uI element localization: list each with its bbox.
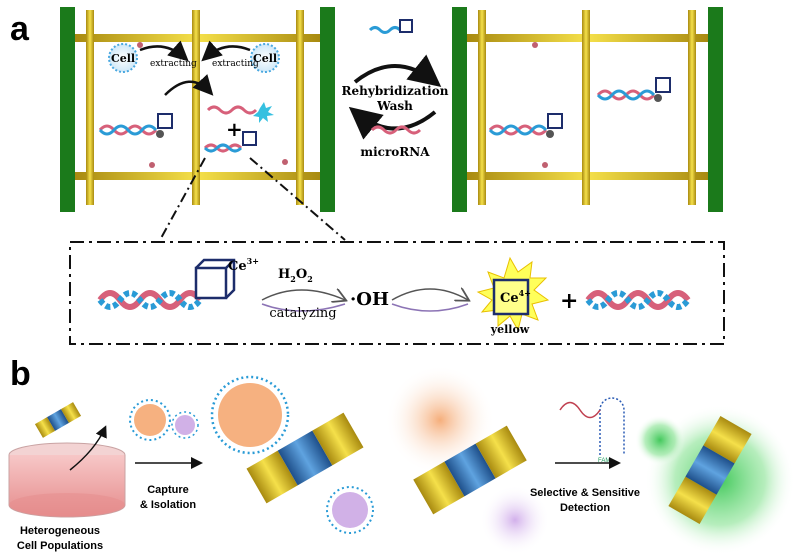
- vesicle-orange-small: [129, 399, 171, 441]
- panel-a-letter: a: [10, 10, 30, 48]
- burst-icon: [253, 102, 274, 123]
- panel-b-letter: b: [10, 355, 31, 393]
- cube-icon: [399, 19, 413, 33]
- heterogeneous-label-1: Heterogeneous: [20, 525, 100, 537]
- spot-1: [137, 42, 143, 48]
- capture-label-1: Capture: [147, 484, 189, 496]
- cube-icon: [547, 113, 563, 129]
- ce3-cube: [194, 258, 236, 300]
- extract-arrow-right: [201, 40, 251, 62]
- ce4-burst: [476, 256, 550, 332]
- cell-right: Cell: [250, 43, 280, 73]
- cell-right-label: Cell: [253, 52, 277, 65]
- capture-label-2: & Isolation: [140, 499, 197, 511]
- mesh-right: [452, 7, 723, 212]
- reaction-duplex-left: [97, 290, 203, 310]
- gold-post-1: [86, 10, 94, 205]
- catalyze-arrow: [261, 290, 345, 300]
- dish-arrow: [69, 425, 107, 471]
- green-bar-right-1: [452, 7, 467, 212]
- plus-sign-reaction: +: [560, 288, 578, 314]
- duplex-probe-center: [203, 131, 257, 153]
- cell-left: Cell: [108, 43, 138, 73]
- final-complex: [635, 405, 794, 555]
- microrna-strand-center: [370, 125, 422, 135]
- spot-2: [282, 159, 288, 165]
- nanorod-dish: [34, 402, 82, 438]
- gold-post-r1: [478, 10, 486, 205]
- rehybridization-label: Rehybridization: [342, 84, 449, 98]
- green-bar-right-2: [708, 7, 723, 212]
- wash-label: Wash: [376, 99, 413, 113]
- yellow-label: yellow: [490, 323, 530, 336]
- catalyze-arrow-lower: [261, 303, 346, 312]
- reaction-duplex-right: [585, 290, 691, 310]
- cube-icon: [655, 77, 671, 93]
- probe-strand-top: [368, 26, 402, 34]
- cube-icon: [242, 131, 257, 146]
- oxidize-arrow: [391, 289, 468, 300]
- plus-sign-a: +: [226, 117, 243, 141]
- spot-3: [149, 162, 155, 168]
- extracting-label-right: extracting: [212, 59, 259, 69]
- duplex-probe-right-2: [596, 77, 671, 102]
- gold-post-r2: [582, 10, 590, 205]
- transfer-arrow: [164, 74, 214, 96]
- extracting-label-left: extracting: [150, 59, 197, 69]
- green-bar-left-2: [320, 7, 335, 212]
- microrna-strand-left: [206, 102, 274, 123]
- cube-icon: [157, 113, 173, 129]
- gold-post-r3: [688, 10, 696, 205]
- selective-label-2: Detection: [560, 502, 610, 514]
- green-bar-left-1: [60, 7, 75, 212]
- arrow-back: [348, 106, 437, 140]
- heterogeneous-label-2: Cell Populations: [17, 540, 103, 552]
- duplex-probe-right-1: [488, 113, 563, 138]
- hydroxyl-label: ·OH: [350, 289, 389, 310]
- duplex-probe-left: [98, 113, 173, 138]
- captured-complex: [210, 375, 374, 534]
- catalyzing-label: catalyzing: [269, 306, 336, 321]
- gold-post-2: [192, 10, 200, 205]
- reaction-box: [69, 241, 725, 345]
- mesh-left: [60, 7, 335, 212]
- petri-dish: [8, 442, 126, 518]
- cell-left-label: Cell: [111, 52, 135, 65]
- arrow-forward: [353, 54, 442, 87]
- h2o2-label: H2O2: [278, 267, 313, 284]
- oxidize-arrow-lower: [391, 303, 469, 312]
- detection-complex: [385, 365, 550, 555]
- zoom-line-left: [159, 157, 206, 241]
- extract-arrow-left: [139, 40, 189, 62]
- ce3-label: Ce3+: [228, 256, 259, 274]
- vesicle-purple-small: [171, 411, 199, 439]
- hairpin-probe: FAM: [559, 397, 625, 464]
- ce4-label: Ce4+: [500, 288, 531, 306]
- probe-label: FAM: [598, 458, 610, 464]
- microrna-label: microRNA: [360, 145, 430, 159]
- exchange-arrows: [348, 19, 442, 140]
- gold-post-3: [296, 10, 304, 205]
- selective-label-1: Selective & Sensitive: [530, 487, 640, 499]
- zoom-line-right: [249, 157, 346, 241]
